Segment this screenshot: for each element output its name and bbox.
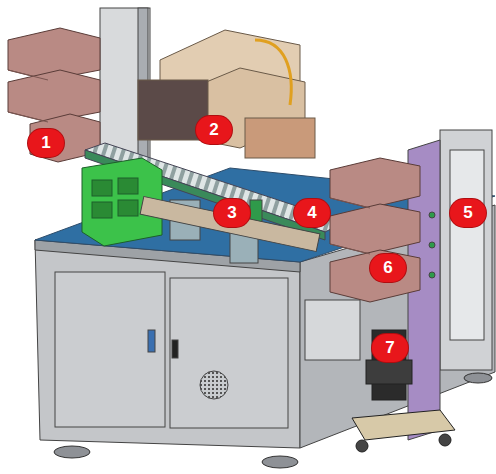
tray-stack-right-part — [330, 204, 420, 254]
callout-number: 1 — [28, 129, 64, 157]
callout-number: 2 — [196, 116, 232, 144]
gripper-part — [140, 196, 320, 251]
tray-stack-left — [8, 28, 100, 162]
lift-motor-part — [366, 360, 412, 384]
foot-part — [54, 446, 90, 458]
cabinet-part — [55, 272, 165, 427]
lift-motor — [352, 330, 455, 452]
lift-motor-part — [439, 434, 451, 446]
foot-part — [262, 456, 298, 468]
cabinet-part — [305, 300, 360, 360]
tray-stack-right-part — [330, 158, 420, 208]
right-frame-part — [450, 150, 484, 340]
tray-stack-right-part — [330, 244, 370, 254]
right-frame-part — [440, 130, 492, 370]
callout-number: 7 — [372, 334, 408, 362]
right-frame-part — [429, 212, 435, 218]
cabinet-part — [148, 330, 155, 352]
right-frame-part — [429, 242, 435, 248]
tray-stack-right-part — [330, 198, 370, 208]
right-frame — [408, 130, 492, 440]
control-box-part — [92, 180, 112, 196]
feeder-modules-part — [255, 40, 291, 105]
tray-stack-left-part — [8, 112, 48, 122]
control-box-part — [118, 178, 138, 194]
cabinet-part — [200, 371, 228, 399]
tray-stack-right — [330, 158, 420, 302]
control-box-part — [118, 200, 138, 216]
control-box-part — [92, 202, 112, 218]
cabinet-part — [170, 278, 288, 428]
tray-stack-left-part — [8, 70, 48, 80]
callout-number: 3 — [214, 199, 250, 227]
tray-stack-left-part — [8, 70, 100, 122]
callout-number: 4 — [294, 199, 330, 227]
callout-number: 6 — [370, 254, 406, 282]
cabinet-part — [35, 240, 300, 448]
tray-stack-right-part — [330, 250, 420, 302]
lift-motor-part — [352, 410, 455, 440]
cabinet-part — [172, 340, 178, 358]
feeder-modules — [138, 30, 315, 158]
callout-number: 5 — [450, 199, 486, 227]
right-frame-part — [429, 272, 435, 278]
lift-motor-part — [356, 440, 368, 452]
feeder-modules-part — [245, 118, 315, 158]
foot-part — [464, 373, 492, 383]
gripper — [140, 196, 320, 263]
